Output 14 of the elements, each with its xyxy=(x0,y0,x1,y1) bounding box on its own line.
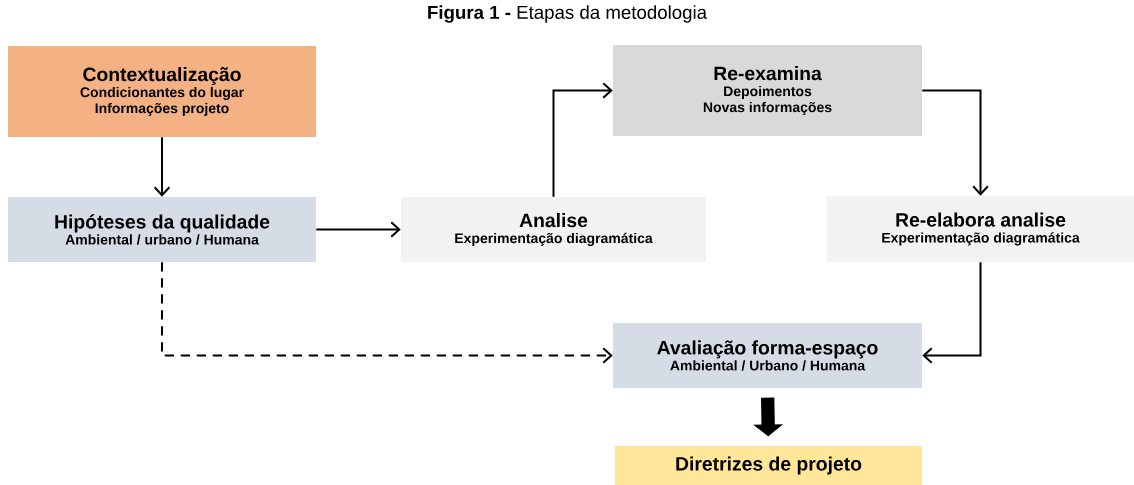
result-box: Diretrizes de projeto xyxy=(615,446,922,485)
arrow xyxy=(552,82,613,198)
process-box: Contextualização Condicionantes do lugar Informações projeto xyxy=(8,46,316,137)
process-box: Re-examina Depoimentos Novas informações xyxy=(613,45,922,136)
arrow xyxy=(921,89,989,196)
process-box: Avaliação forma-espaço Ambiental / Urbano / Humana xyxy=(613,323,922,388)
arrow xyxy=(153,136,171,197)
arrow xyxy=(161,261,613,364)
arrow xyxy=(315,221,401,238)
process-box: Re-elabora analise Experimentação diagramática xyxy=(827,196,1134,262)
arrow xyxy=(922,261,982,364)
process-box: Analise Experimentação diagramática xyxy=(401,197,706,262)
figure-title: Figura 1 - Etapas da metodologia xyxy=(428,5,708,23)
process-box: Hipóteses da qualidade Ambiental / urbano / Humana xyxy=(8,197,316,262)
